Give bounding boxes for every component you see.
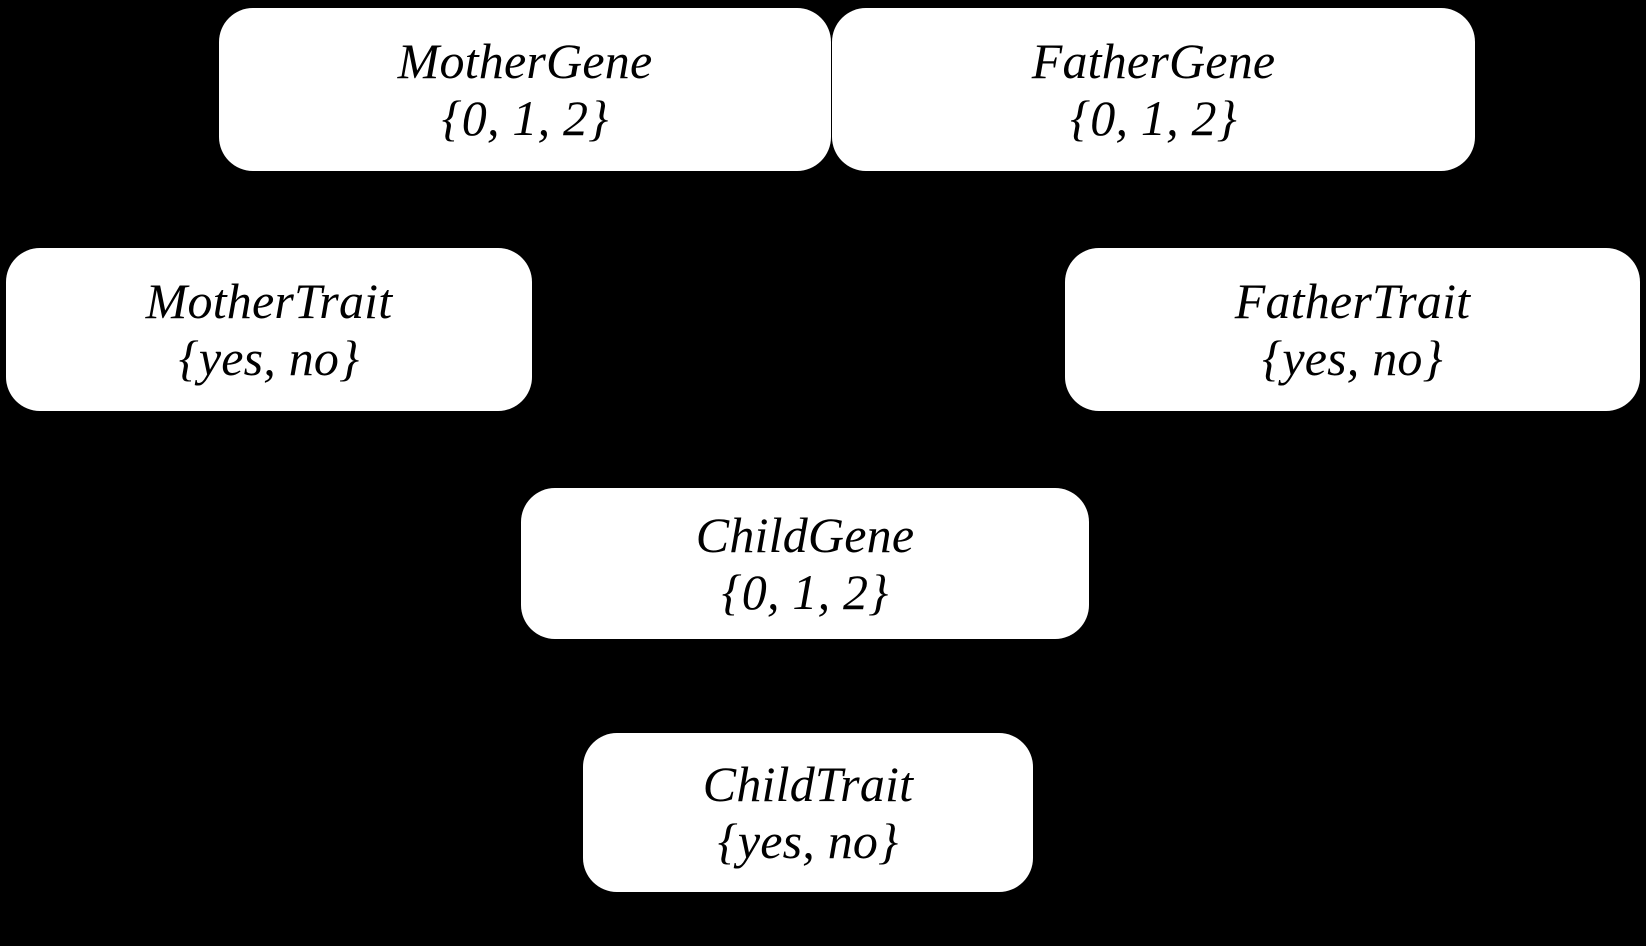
node-child-gene-domain: {0, 1, 2} bbox=[721, 563, 889, 620]
node-mother-gene-domain: {0, 1, 2} bbox=[441, 89, 609, 146]
node-child-gene-label: ChildGene bbox=[695, 506, 915, 563]
node-mother-gene-label: MotherGene bbox=[397, 32, 653, 89]
node-father-gene[interactable]: FatherGene {0, 1, 2} bbox=[832, 8, 1475, 171]
node-father-trait[interactable]: FatherTrait {yes, no} bbox=[1065, 248, 1640, 411]
node-father-gene-domain: {0, 1, 2} bbox=[1070, 89, 1237, 146]
node-mother-trait-label: MotherTrait bbox=[145, 272, 393, 329]
node-child-trait[interactable]: ChildTrait {yes, no} bbox=[583, 733, 1033, 892]
node-child-trait-label: ChildTrait bbox=[702, 755, 914, 812]
node-mother-trait[interactable]: MotherTrait {yes, no} bbox=[6, 248, 532, 411]
node-father-gene-label: FatherGene bbox=[1031, 32, 1276, 89]
node-mother-trait-domain: {yes, no} bbox=[178, 329, 360, 386]
node-child-trait-domain: {yes, no} bbox=[717, 812, 899, 869]
node-child-gene[interactable]: ChildGene {0, 1, 2} bbox=[521, 488, 1089, 639]
node-father-trait-domain: {yes, no} bbox=[1262, 329, 1443, 386]
node-mother-gene[interactable]: MotherGene {0, 1, 2} bbox=[219, 8, 831, 171]
node-father-trait-label: FatherTrait bbox=[1234, 272, 1471, 329]
